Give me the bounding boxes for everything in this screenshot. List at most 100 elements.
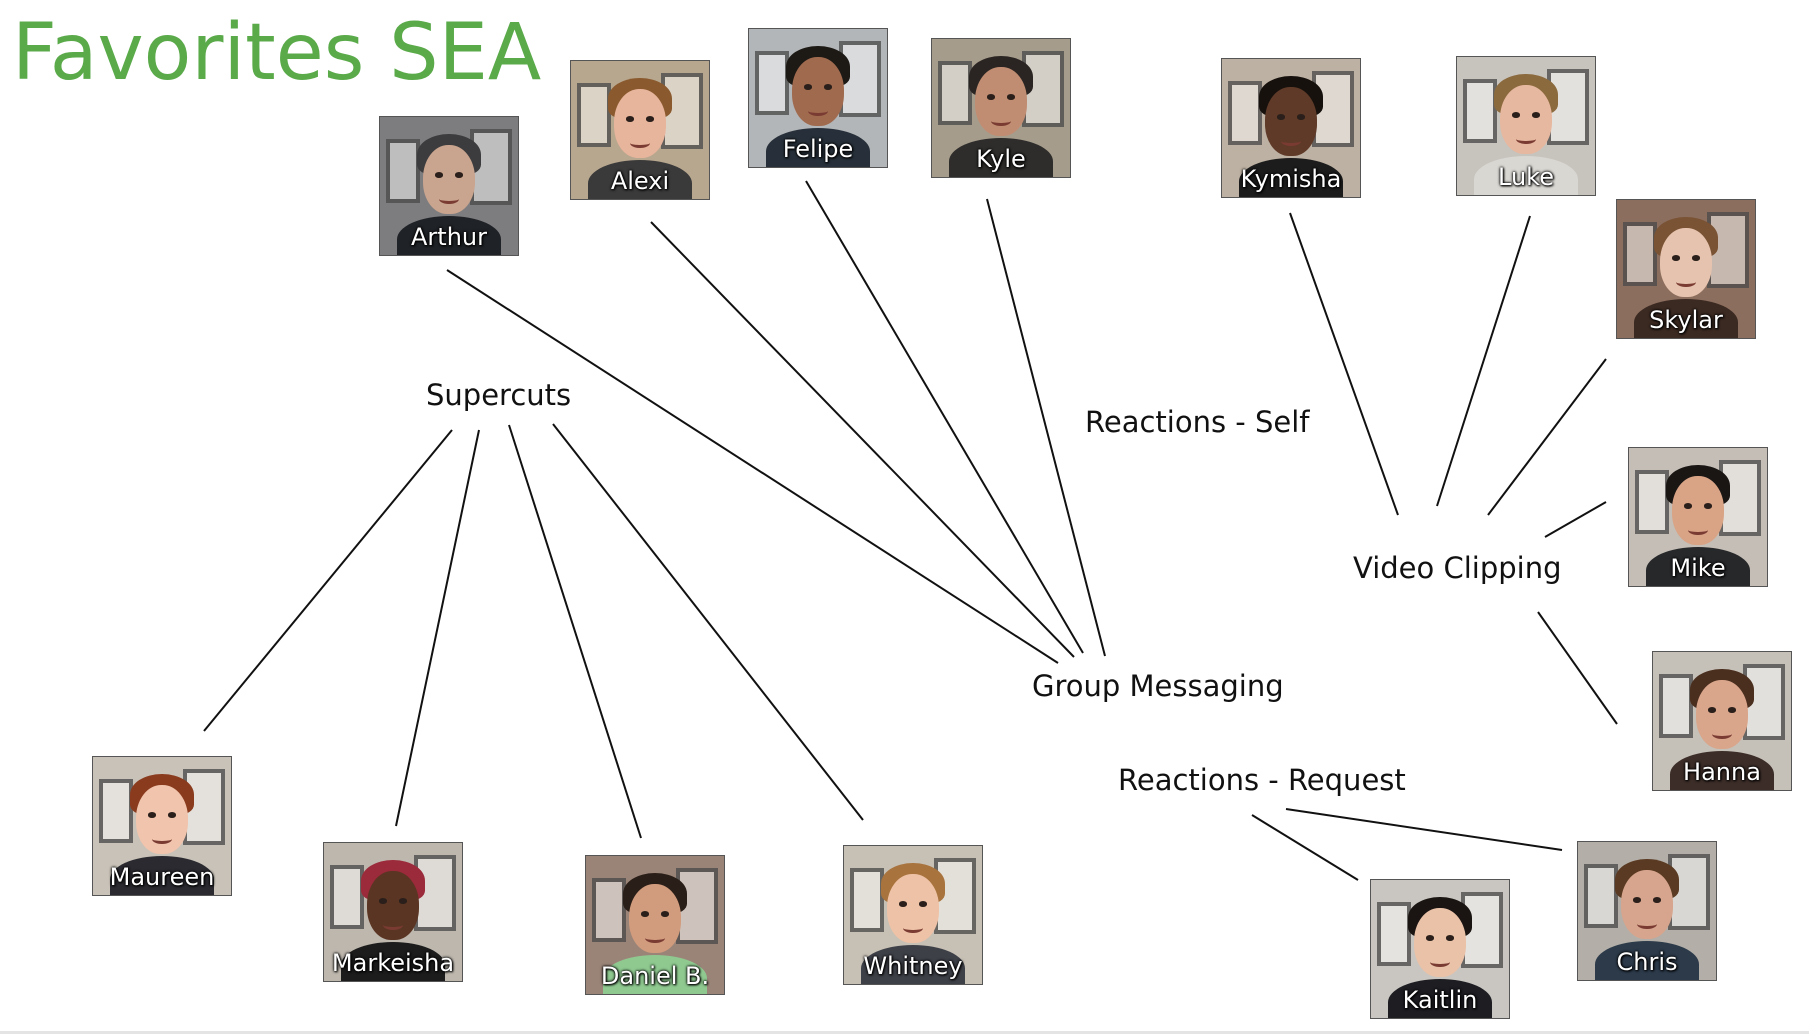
portrait-shirt [1387, 979, 1493, 1018]
portrait-shirt [602, 955, 708, 994]
portrait-eye [1672, 255, 1681, 261]
portrait-eye [899, 901, 908, 907]
person-photo-felipe: Felipe [748, 28, 888, 168]
portrait-shirt [1473, 156, 1579, 195]
connection-line [1537, 611, 1618, 725]
portrait-shirt [587, 160, 693, 199]
person-photo-alexi: Alexi [570, 60, 710, 200]
portrait-eye [1426, 935, 1435, 941]
portrait-shirt [1633, 299, 1739, 338]
connection-line [650, 221, 1075, 658]
topic-reactions-self: Reactions - Self [1085, 405, 1310, 439]
person-photo-arthur: Arthur [379, 116, 519, 256]
portrait-mouth [1281, 136, 1301, 147]
portrait-mouth [1430, 957, 1450, 968]
slide-bottom-edge [0, 1031, 1809, 1034]
portrait-eye [454, 172, 463, 178]
person-photo-luke: Luke [1456, 56, 1596, 196]
portrait-mouth [1516, 134, 1536, 145]
connection-line [552, 423, 864, 821]
connection-line [1289, 212, 1399, 516]
portrait-eye [626, 116, 635, 122]
person-name: Arthur [411, 223, 487, 251]
portrait-eye [641, 911, 650, 917]
portrait-shirt [1238, 158, 1344, 197]
portrait-eye [1684, 503, 1693, 509]
portrait-eye [1277, 114, 1286, 120]
connection-line [1251, 814, 1359, 881]
portrait-eye [823, 84, 832, 90]
portrait-mouth [1712, 729, 1732, 740]
wall-frame [99, 779, 133, 843]
portrait-mouth [1637, 919, 1657, 930]
connection-line [446, 269, 1059, 664]
portrait-eye [1727, 707, 1736, 713]
portrait-eye [660, 911, 669, 917]
connection-line [986, 198, 1106, 657]
connection-line [508, 424, 642, 839]
wall-frame [330, 865, 364, 929]
portrait-mouth [645, 933, 665, 944]
person-photo-daniel: Daniel B. [585, 855, 725, 995]
topic-video-clipping: Video Clipping [1353, 551, 1562, 585]
portrait-mouth [808, 106, 828, 117]
portrait-eye [379, 898, 388, 904]
person-name: Kyle [976, 145, 1026, 173]
portrait-mouth [991, 116, 1011, 127]
portrait-shirt [340, 942, 446, 981]
connection-line [1285, 808, 1563, 851]
person-name: Skylar [1649, 306, 1723, 334]
portrait-eye [918, 901, 927, 907]
portrait-eye [1445, 935, 1454, 941]
portrait-eye [435, 172, 444, 178]
portrait-shirt [860, 945, 966, 984]
portrait-eye [1652, 897, 1661, 903]
portrait-eye [804, 84, 813, 90]
topic-reactions-request: Reactions - Request [1118, 763, 1406, 797]
portrait-eye [1633, 897, 1642, 903]
wall-frame [755, 51, 789, 115]
page-title: Favorites SEA [12, 8, 542, 98]
portrait-shirt [109, 856, 215, 895]
person-name: Maureen [109, 863, 215, 891]
portrait-eye [1296, 114, 1305, 120]
wall-frame [1635, 470, 1669, 534]
person-name: Daniel B. [600, 962, 710, 990]
connection-line [805, 180, 1084, 654]
portrait-mouth [152, 834, 172, 845]
person-photo-markeisha: Markeisha [323, 842, 463, 982]
portrait-shirt [1594, 941, 1700, 980]
person-name: Markeisha [331, 949, 455, 977]
portrait-eye [987, 94, 996, 100]
portrait-mouth [439, 194, 459, 205]
wall-frame [1584, 864, 1618, 928]
portrait-shirt [765, 128, 871, 167]
person-photo-kaitlin: Kaitlin [1370, 879, 1510, 1019]
wall-frame [1659, 674, 1693, 738]
wall-frame [577, 83, 611, 147]
wall-frame [1228, 81, 1262, 145]
portrait-eye [1703, 503, 1712, 509]
wall-frame [1623, 222, 1657, 286]
portrait-eye [1691, 255, 1700, 261]
portrait-eye [645, 116, 654, 122]
person-name: Alexi [610, 167, 670, 195]
wall-frame [592, 878, 626, 942]
person-photo-kymisha: Kymisha [1221, 58, 1361, 198]
connection-line [1487, 358, 1607, 516]
wall-frame [1463, 79, 1497, 143]
portrait-mouth [1688, 525, 1708, 536]
connection-line [1544, 501, 1607, 538]
portrait-eye [1006, 94, 1015, 100]
portrait-mouth [903, 923, 923, 934]
portrait-shirt [1645, 547, 1751, 586]
person-photo-skylar: Skylar [1616, 199, 1756, 339]
portrait-eye [167, 812, 176, 818]
person-photo-kyle: Kyle [931, 38, 1071, 178]
topic-supercuts: Supercuts [426, 378, 572, 412]
person-name: Luke [1498, 163, 1554, 191]
person-name: Kymisha [1240, 165, 1342, 193]
connection-line [203, 429, 453, 732]
wall-frame [1547, 69, 1589, 145]
